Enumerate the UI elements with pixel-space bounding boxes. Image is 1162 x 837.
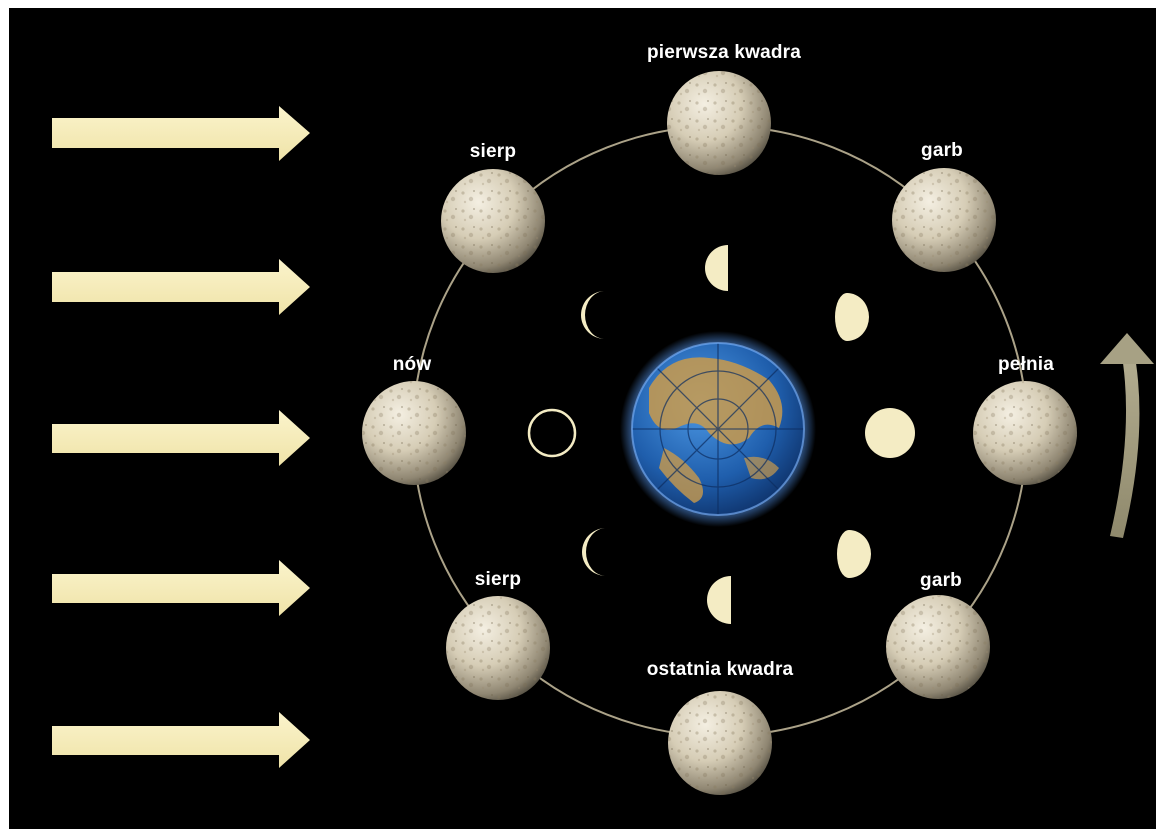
sunlight-arrow-icon (52, 410, 310, 466)
new-moon-phase-icon (529, 410, 575, 456)
gibbous-phase-icon (835, 293, 869, 341)
crescent-phase-icon (582, 528, 606, 576)
sunlight-arrows (52, 106, 310, 768)
sunlight-arrow-icon (52, 106, 310, 161)
moon-icon (441, 169, 545, 273)
sunlight-arrow-icon (52, 259, 310, 315)
half-moon-phase-icon (707, 576, 731, 624)
full-moon-phase-icon (865, 408, 915, 458)
moon-icon (667, 71, 771, 175)
moon-icon (362, 381, 466, 485)
label-full-moon: pełnia (998, 354, 1054, 376)
label-waning-gibbous: garb (920, 570, 962, 592)
sunlight-arrow-icon (52, 712, 310, 768)
half-moon-phase-icon (705, 245, 728, 291)
label-waxing-gibbous: garb (921, 140, 963, 162)
orbit-direction-arrow-icon (1100, 333, 1154, 538)
moon-phases-diagram: pierwsza kwadra garb pełnia garb ostatni… (9, 8, 1156, 829)
moon-icon (886, 595, 990, 699)
label-last-quarter: ostatnia kwadra (647, 659, 794, 681)
moon-icon (668, 691, 772, 795)
sunlight-arrow-icon (52, 560, 310, 616)
label-waning-crescent: sierp (475, 569, 521, 591)
moon-icon (446, 596, 550, 700)
moon-icon (973, 381, 1077, 485)
label-new-moon: nów (393, 354, 432, 376)
moon-icon (892, 168, 996, 272)
diagram-graphics (9, 8, 1156, 829)
gibbous-phase-icon (837, 530, 871, 578)
earth-icon (620, 331, 816, 527)
crescent-phase-icon (581, 291, 605, 339)
label-first-quarter: pierwsza kwadra (647, 42, 801, 64)
label-waxing-crescent: sierp (470, 141, 516, 163)
